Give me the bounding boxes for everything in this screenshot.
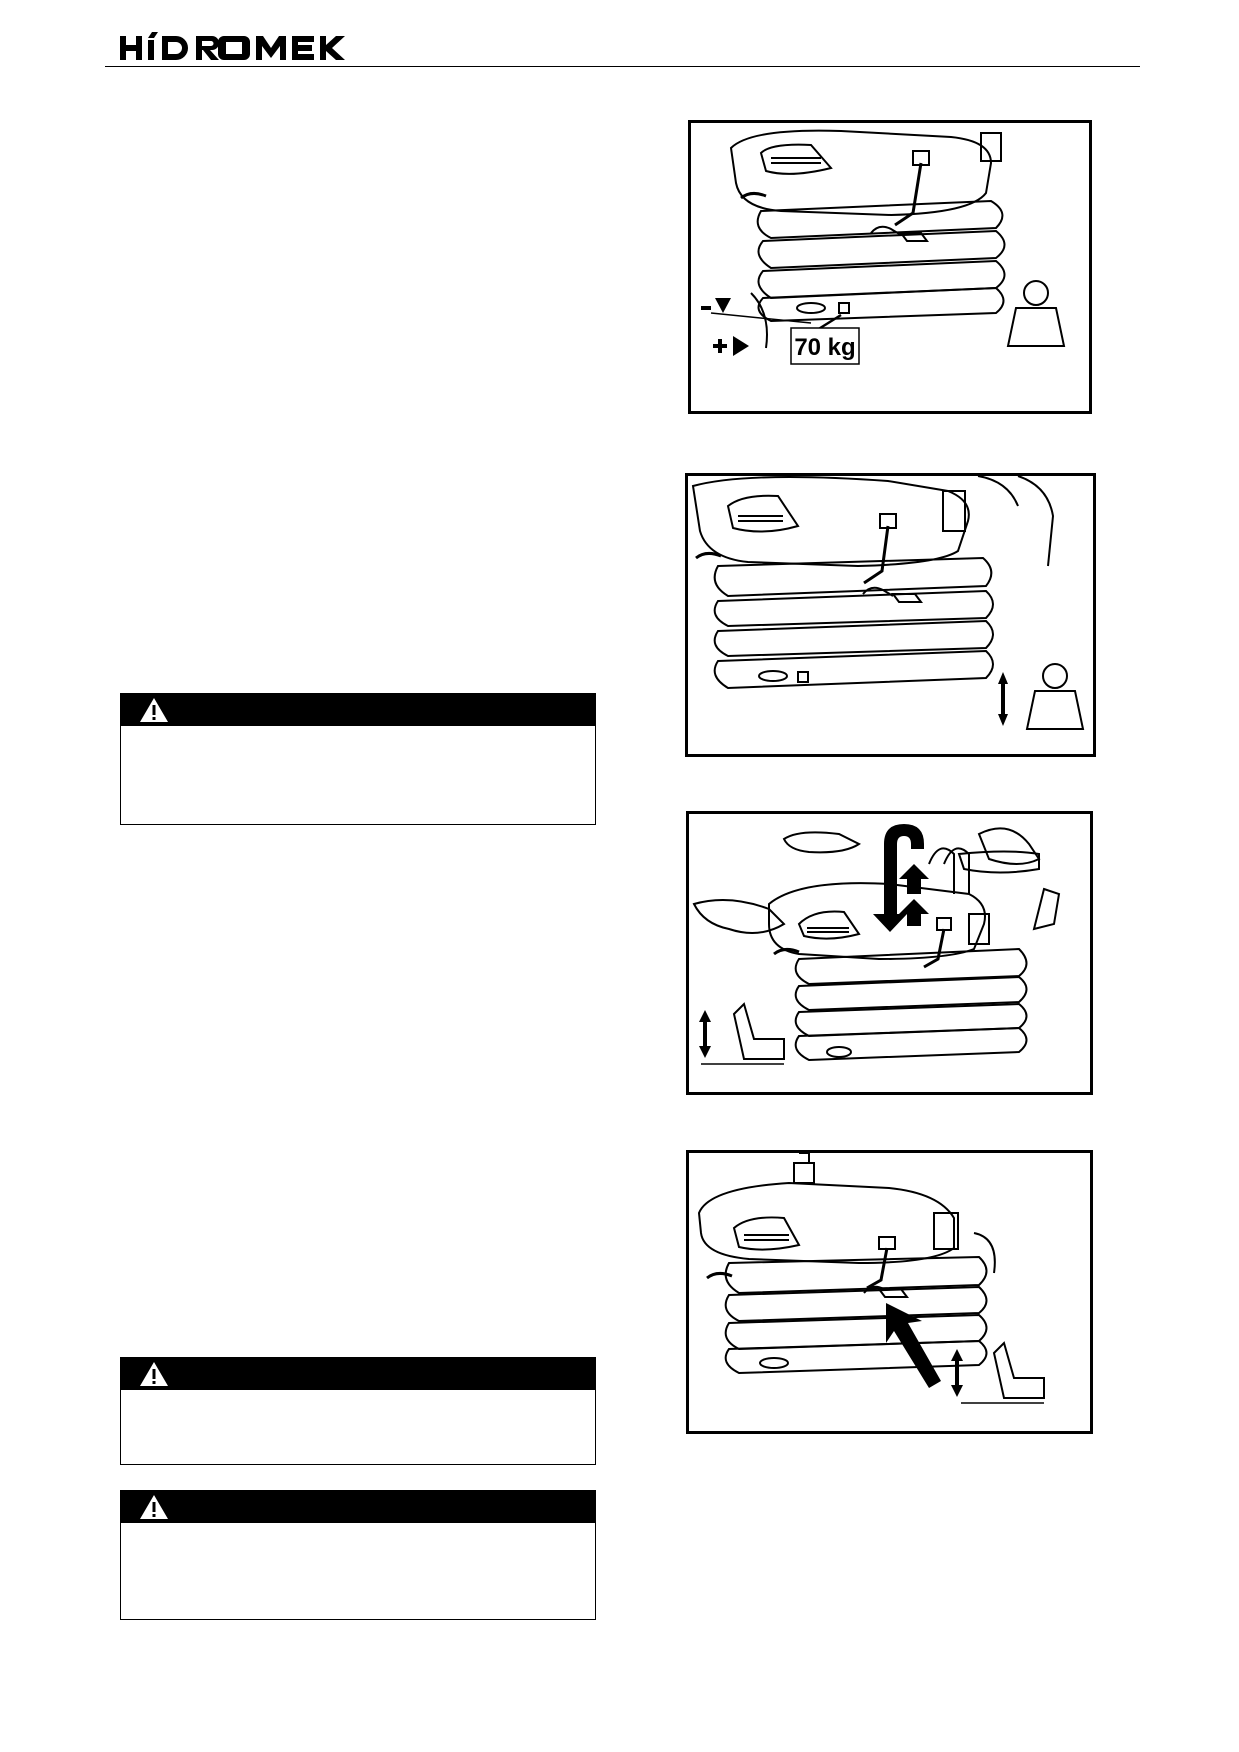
weight-label: 70 kg (794, 334, 855, 361)
hidromek-logo (120, 30, 400, 64)
figure-weight-adjust: 70 kg (688, 120, 1092, 414)
figure-height-lever (686, 1150, 1093, 1434)
pointer-arrow-icon (886, 1303, 941, 1388)
warning-box (120, 693, 596, 825)
warning-header (121, 1358, 595, 1390)
up-down-arrow-icon (951, 1349, 963, 1397)
seat-illustration (691, 476, 1085, 730)
figure-weight-result (685, 473, 1096, 757)
figure-height-lift (686, 811, 1093, 1095)
seat-illustration (692, 824, 1061, 1065)
warning-header (121, 694, 595, 726)
warning-box (120, 1357, 596, 1465)
warning-box (120, 1490, 596, 1620)
warning-triangle-icon (140, 1495, 168, 1519)
warning-triangle-icon (140, 698, 168, 722)
warning-header (121, 1491, 595, 1523)
header-rule (105, 66, 1140, 67)
warning-triangle-icon (140, 1362, 168, 1386)
up-down-arrow-icon (699, 1010, 711, 1058)
up-down-arrow-icon (998, 672, 1008, 726)
lift-arrow-icon (873, 824, 929, 932)
seat-illustration (697, 1153, 1045, 1404)
seat-illustration: 70 kg (701, 129, 1066, 365)
